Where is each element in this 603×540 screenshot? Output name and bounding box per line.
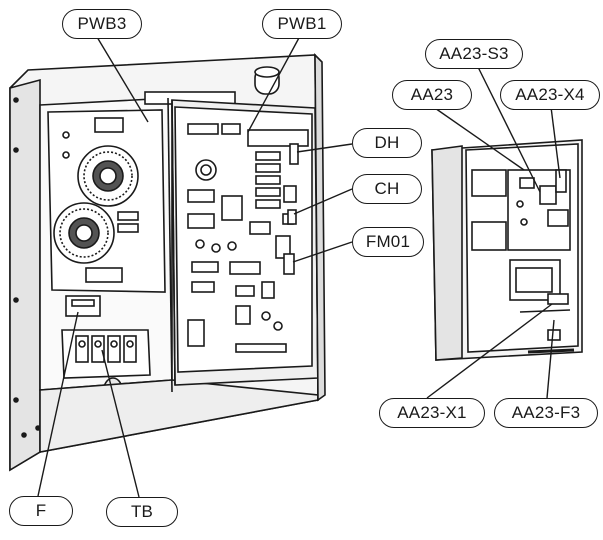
callout-tb: TB	[106, 497, 178, 527]
callout-pwb1: PWB1	[262, 9, 342, 39]
callout-aa23-f3: AA23-F3	[494, 398, 598, 428]
callout-pwb3: PWB3	[62, 9, 142, 39]
callout-fm01: FM01	[352, 227, 424, 257]
callout-f: F	[9, 496, 73, 526]
callout-dh: DH	[352, 128, 422, 158]
left-cabinet	[9, 53, 326, 472]
callout-aa23-x4: AA23-X4	[500, 80, 600, 110]
callout-ch: CH	[352, 174, 422, 204]
right-cabinet	[431, 139, 583, 361]
callout-aa23: AA23	[392, 80, 472, 110]
callout-aa23-s3: AA23-S3	[425, 39, 523, 69]
leader-lines	[37, 35, 561, 498]
callout-aa23-x1: AA23-X1	[379, 398, 485, 428]
